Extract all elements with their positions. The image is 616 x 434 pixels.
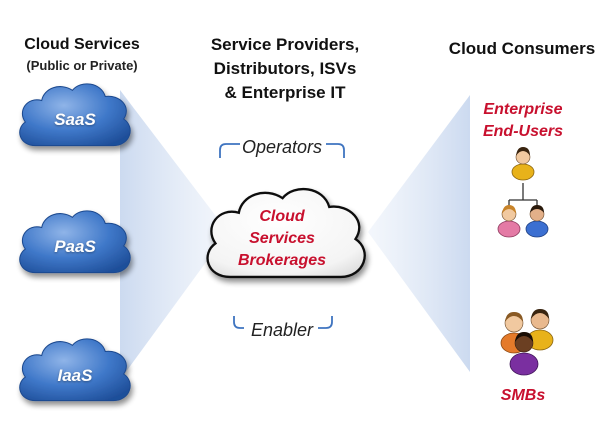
enterprise-label-line1: Enterprise xyxy=(483,101,563,118)
center-title-line3: & Enterprise IT xyxy=(224,83,346,102)
smbs-label: SMBs xyxy=(500,387,546,404)
cloud-consumers-title: Cloud Consumers xyxy=(448,39,596,58)
operators-label: Operators xyxy=(241,137,323,157)
saas-label: SaaS xyxy=(54,110,96,129)
left-beam xyxy=(120,90,228,380)
center-title-line1: Service Providers, xyxy=(210,35,360,54)
smb-group-icon xyxy=(500,309,554,376)
enterprise-end-users-label: Enterprise End-Users xyxy=(463,99,583,143)
staff-blue-person-icon xyxy=(525,205,549,238)
broker-label-line2: Services xyxy=(249,230,315,247)
manager-person-icon xyxy=(511,147,535,181)
enabler-bracket xyxy=(233,316,333,329)
broker-label-line3: Brokerages xyxy=(237,252,327,269)
iaas-label: IaaS xyxy=(57,366,93,385)
operators-bracket xyxy=(219,143,345,158)
org-connector xyxy=(508,183,538,208)
paas-label: PaaS xyxy=(54,237,96,256)
broker-label-line1: Cloud xyxy=(259,208,305,225)
staff-pink-person-icon xyxy=(497,205,521,238)
enterprise-label-line2: End-Users xyxy=(482,123,564,140)
center-title-line2: Distributors, ISVs xyxy=(213,59,357,78)
broker-label: Cloud Services Brokerages xyxy=(212,206,352,272)
right-beam xyxy=(368,95,470,372)
cloud-services-title: Cloud Services xyxy=(24,36,140,53)
cloud-services-subtitle: (Public or Private) xyxy=(26,58,138,73)
enabler-label: Enabler xyxy=(250,320,314,340)
